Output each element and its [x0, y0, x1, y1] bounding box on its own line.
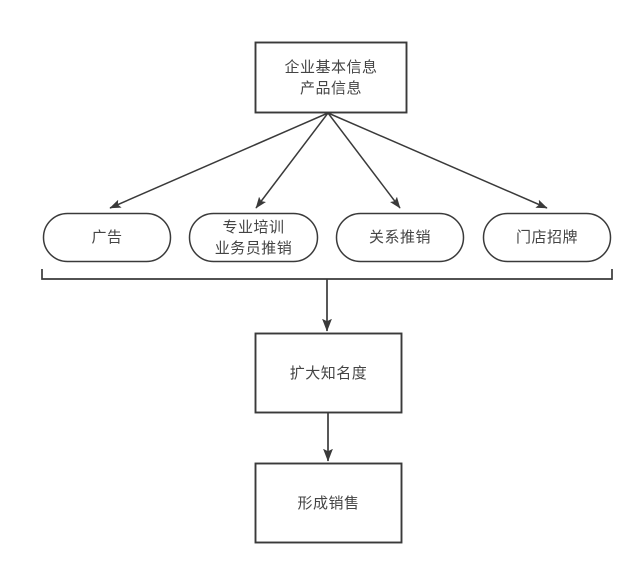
edge-source-to-training: [255, 112, 329, 209]
node-source-shape: [254, 41, 408, 114]
node-advertising-shape: [42, 212, 172, 263]
edge-source-to-storefront: [327, 112, 548, 209]
node-awareness-shape: [254, 332, 403, 414]
node-relationship-shape: [335, 212, 465, 263]
edge-source-to-advertising: [109, 112, 329, 209]
node-storefront-shape: [482, 212, 612, 263]
edge-bracket-join: [41, 269, 613, 280]
edge-source-to-relationship: [327, 112, 401, 209]
node-sales-shape: [254, 462, 403, 544]
node-training-shape: [188, 212, 319, 263]
